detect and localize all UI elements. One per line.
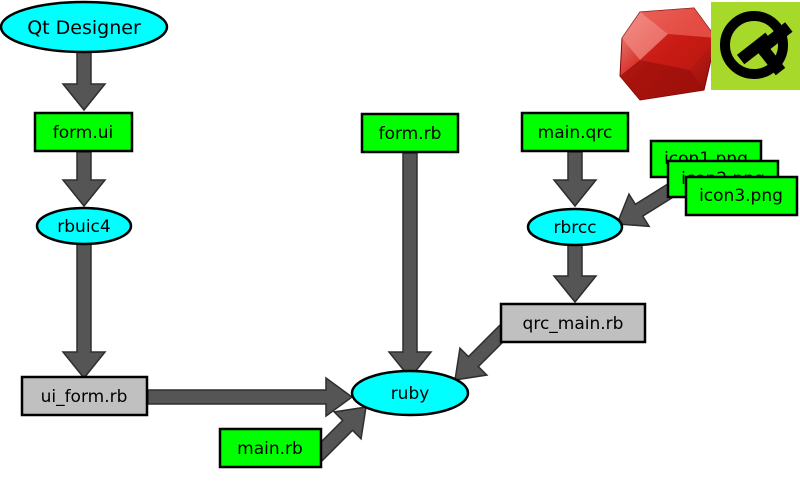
node-ruby: ruby xyxy=(350,369,470,417)
arrow-qtdesigner-to-formui xyxy=(61,51,107,112)
rbuic4-label: rbuic4 xyxy=(57,217,110,237)
arrow-mainqrc-to-rbrcc xyxy=(552,151,598,208)
node-rbuic4: rbuic4 xyxy=(35,206,133,246)
arrow-formrb-to-ruby xyxy=(387,152,433,380)
arrow-formui-to-rbuic4 xyxy=(61,151,107,208)
ruby-logo xyxy=(619,7,717,101)
node-rbrcc: rbrcc xyxy=(526,207,624,247)
node-main-rb: main.rb xyxy=(218,427,323,469)
node-qrc-main-rb: qrc_main.rb xyxy=(499,302,647,344)
node-form-ui: form.ui xyxy=(33,111,134,153)
node-qt-designer: Qt Designer xyxy=(0,0,169,54)
qt-logo xyxy=(711,2,800,90)
rbrcc-label: rbrcc xyxy=(553,218,596,238)
form-rb-label: form.rb xyxy=(379,124,442,144)
node-ui-form-rb: ui_form.rb xyxy=(20,375,149,417)
qt-designer-label: Qt Designer xyxy=(27,17,141,39)
node-icon3-png: icon3.png xyxy=(684,175,799,217)
arrow-uiformrb-to-ruby xyxy=(147,376,354,418)
arrows xyxy=(61,51,598,418)
ruby-label: ruby xyxy=(391,384,430,404)
node-form-rb: form.rb xyxy=(360,112,460,154)
icon3-label: icon3.png xyxy=(699,186,783,206)
qrc-main-rb-label: qrc_main.rb xyxy=(523,314,624,334)
arrow-rbrcc-to-qrcmainrb xyxy=(552,244,598,304)
arrow-rbuic4-to-uiformrb xyxy=(61,243,107,380)
form-ui-label: form.ui xyxy=(53,123,114,143)
ui-form-rb-label: ui_form.rb xyxy=(41,387,128,407)
main-rb-label: main.rb xyxy=(237,439,303,459)
main-qrc-label: main.qrc xyxy=(538,123,613,143)
node-main-qrc: main.qrc xyxy=(520,111,630,153)
